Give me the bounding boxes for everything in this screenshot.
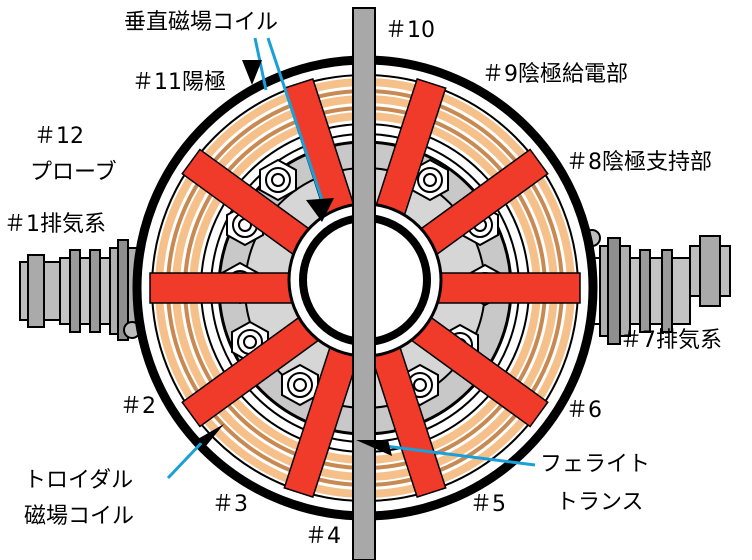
label-port-8-cathode-support: ＃8陰極支持部 [566, 150, 712, 175]
label-port-1-exhaust: ＃1排気系 [4, 212, 106, 237]
label-port-9-cathode-feed: ＃9陰極給電部 [482, 62, 628, 87]
label-ferrite-line1: フェライト [540, 452, 651, 477]
label-port-6: ＃6 [566, 398, 602, 423]
label-port-5: ＃5 [470, 492, 506, 517]
label-port-10: ＃10 [385, 18, 435, 43]
label-port-4: ＃4 [305, 524, 341, 549]
label-port-2: ＃2 [120, 394, 156, 419]
label-toroidal-coil-line1: トロイダル [24, 468, 134, 493]
ferrite-core-bar [352, 7, 376, 560]
label-toroidal-coil-line2: 磁場コイル [24, 504, 135, 529]
label-port-12: ＃12 [34, 124, 84, 149]
label-probe: プローブ [30, 160, 117, 185]
label-port-7-exhaust: ＃7排気系 [620, 328, 722, 353]
label-port-11-anode: ＃11陽極 [132, 70, 226, 95]
label-ferrite-line2: トランス [556, 490, 644, 515]
toroidal-coil-set [149, 77, 581, 499]
label-vertical-field-coil: 垂直磁場コイル [124, 10, 279, 35]
label-port-3: ＃3 [212, 492, 248, 517]
arrowheads [196, 60, 392, 456]
